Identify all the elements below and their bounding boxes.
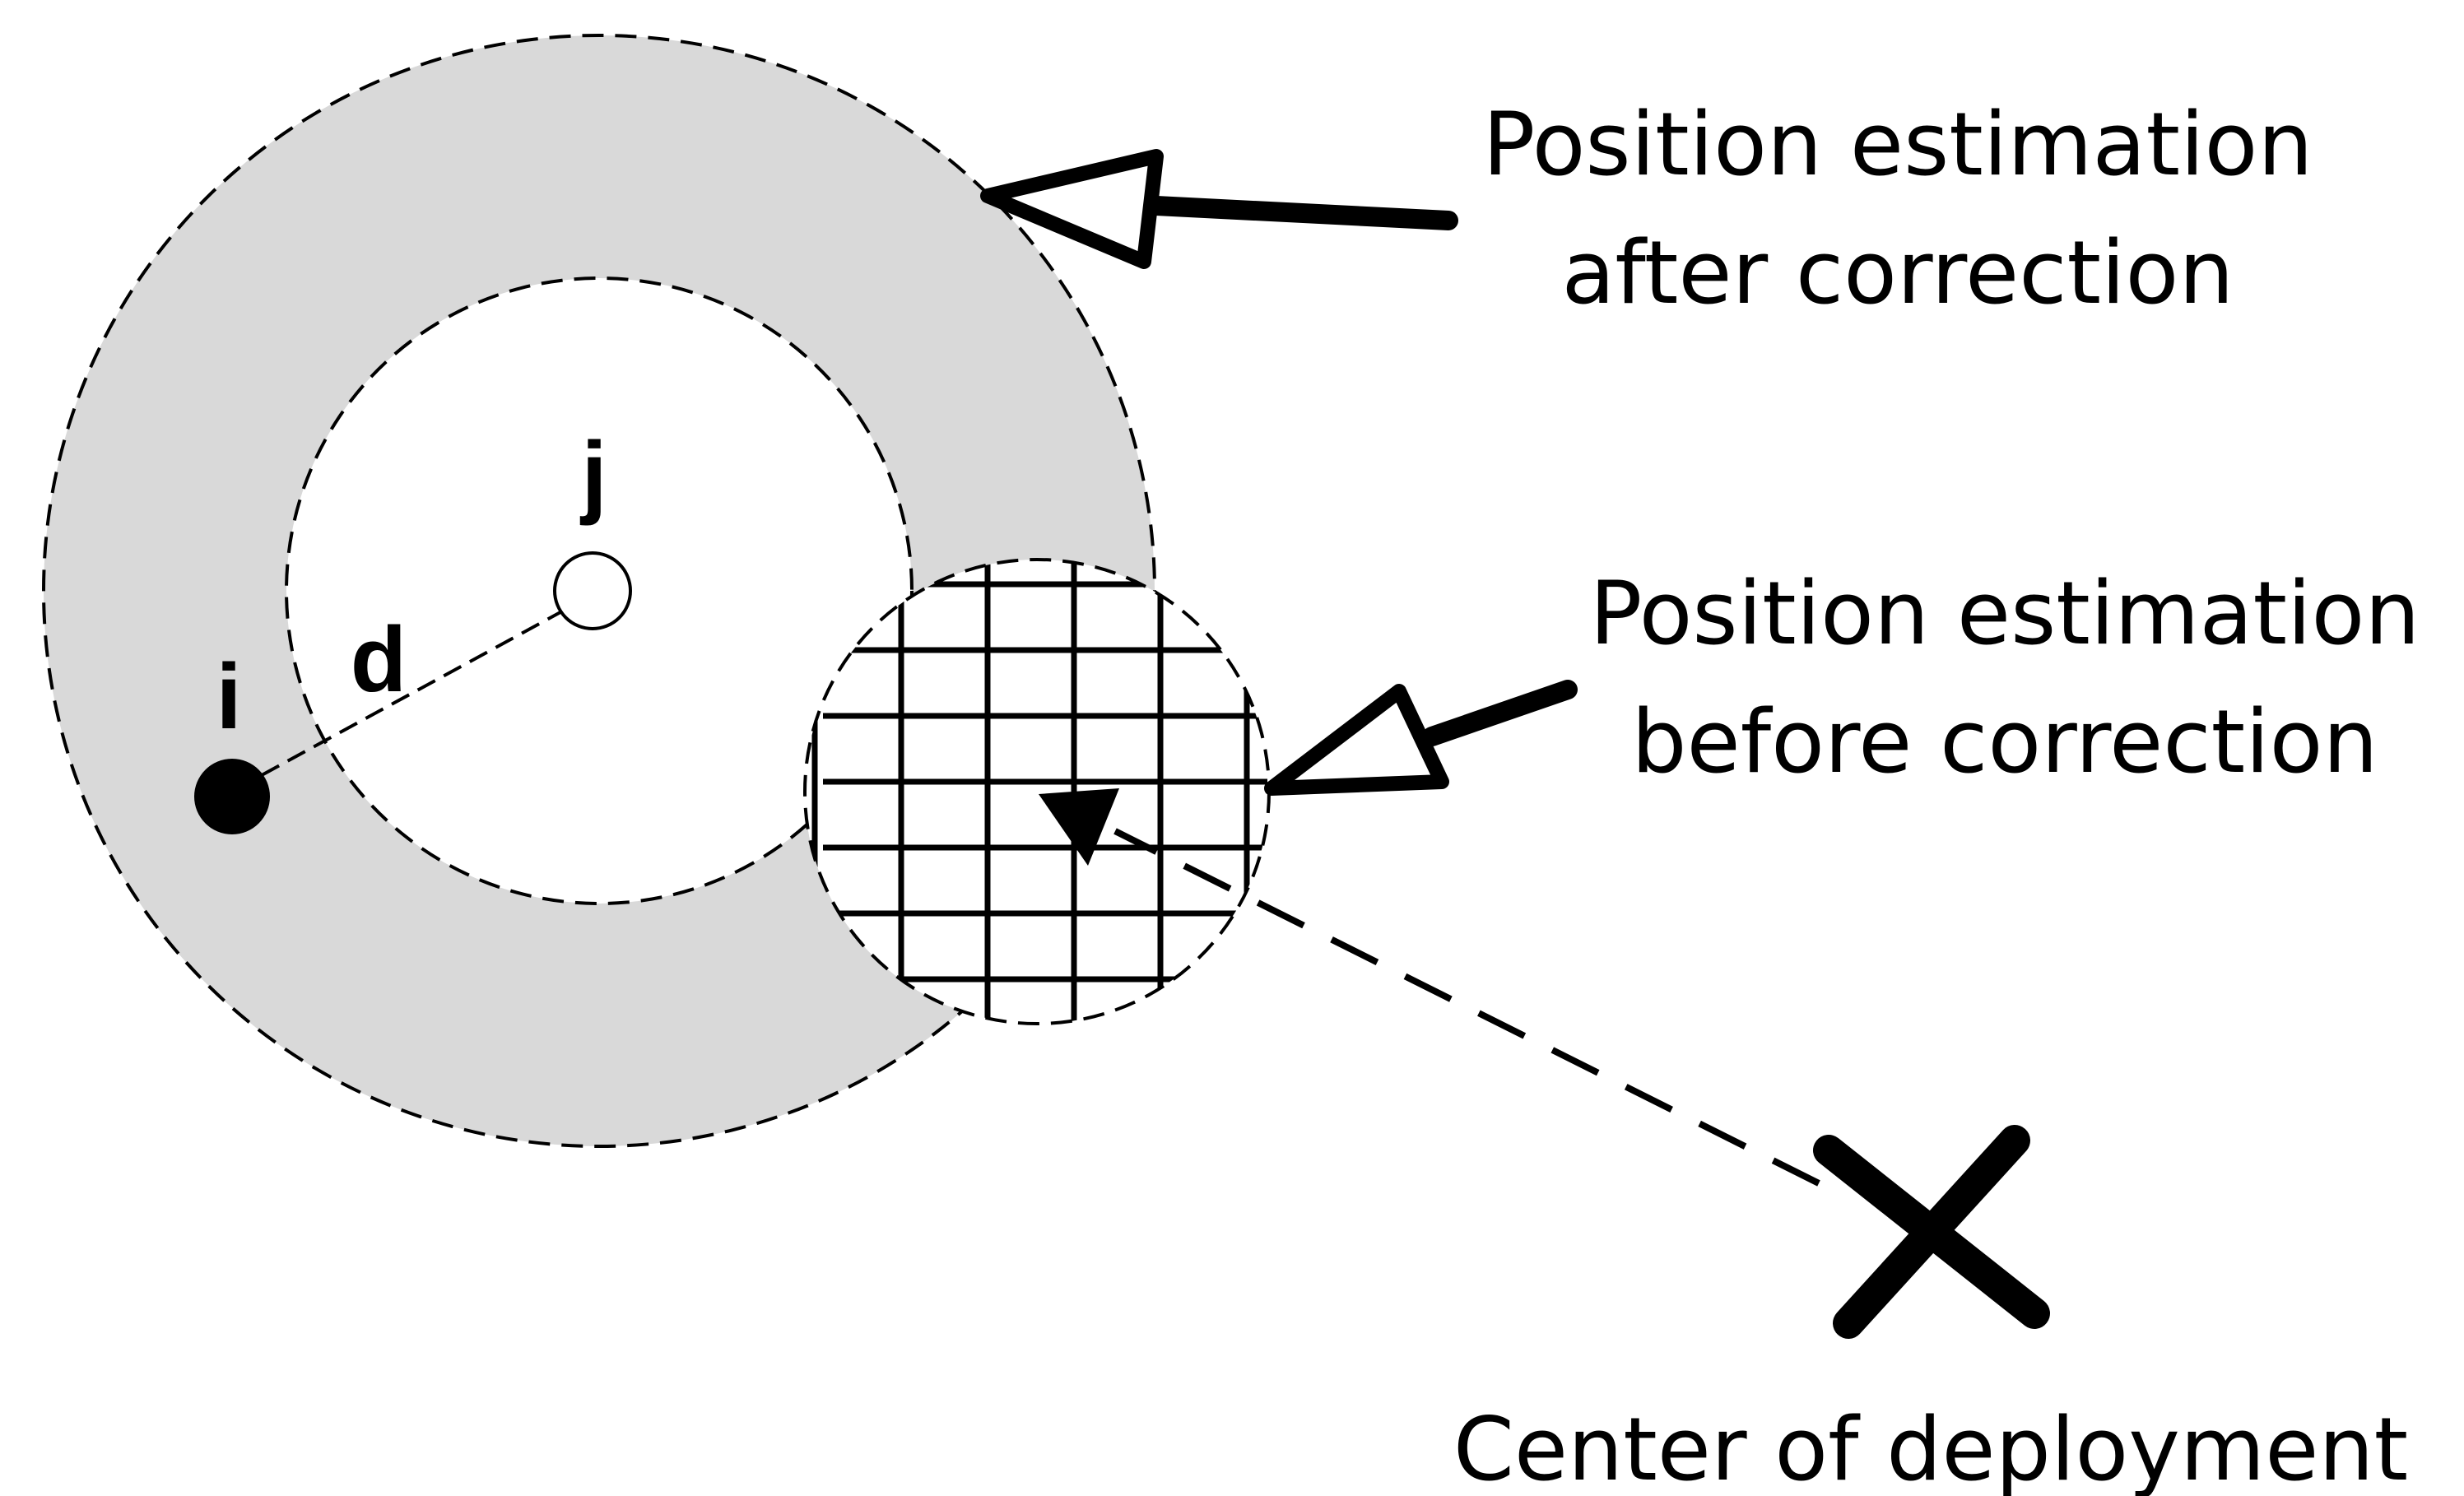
annulus-inner-boundary — [285, 276, 914, 905]
center-of-deployment-marker — [1813, 1125, 2050, 1339]
node-i — [194, 759, 270, 834]
before-correction-line-1: Position estimation — [1589, 563, 2420, 664]
deployment-line — [1113, 828, 1820, 1187]
label-d: d — [351, 608, 407, 711]
after-correction-label: Position estimation after correction — [1482, 94, 2313, 323]
before-correction-callout-arrow — [1264, 680, 1578, 796]
node-j — [553, 551, 632, 630]
after-correction-callout-arrow — [980, 149, 1458, 269]
after-correction-line-1: Position estimation — [1482, 94, 2313, 195]
label-i: i — [216, 645, 241, 748]
annulus-outer-boundary — [42, 34, 1156, 1148]
after-correction-line-2: after correction — [1561, 222, 2234, 323]
before-correction-line-2: before correction — [1631, 691, 2378, 792]
center-of-deployment-label: Center of deployment — [1453, 1399, 2408, 1496]
label-j: j — [579, 423, 607, 526]
deployment-arrowhead — [1039, 788, 1119, 866]
before-correction-label: Position estimation before correction — [1589, 563, 2420, 792]
before-correction-fill — [805, 560, 1269, 1024]
